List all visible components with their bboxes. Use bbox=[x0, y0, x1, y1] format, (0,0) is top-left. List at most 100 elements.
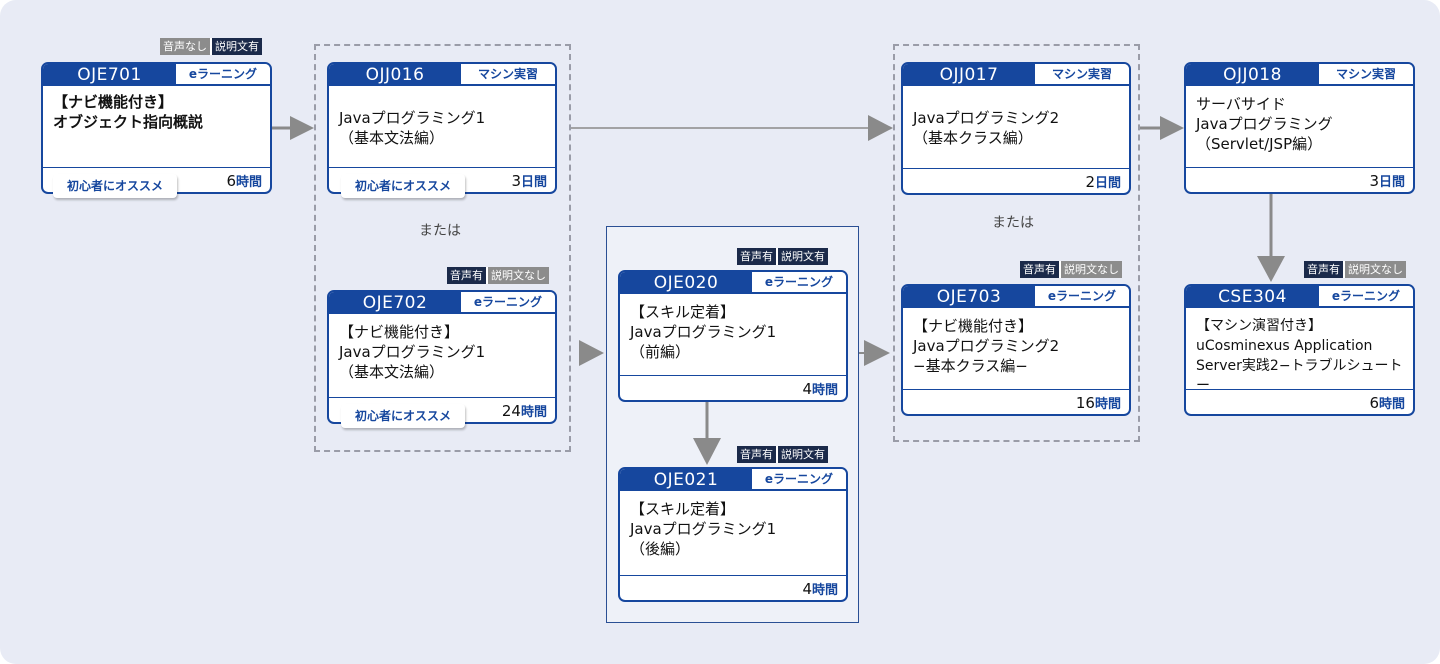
card-footer: 3日間 bbox=[329, 167, 555, 192]
course-id: CSE304 bbox=[1186, 286, 1319, 308]
arrowhead-016 bbox=[868, 115, 893, 141]
course-duration: 3日間 bbox=[1369, 171, 1405, 190]
recommend-badge-ojj016: 初心者にオススメ bbox=[341, 174, 465, 198]
subtitle-tag: 説明文なし bbox=[1061, 261, 1122, 278]
course-title: 【ナビ機能付き】 オブジェクト指向概説 bbox=[53, 93, 204, 131]
course-card-oje701[interactable]: OJE701 eラーニング 【ナビ機能付き】 オブジェクト指向概説 6時間 bbox=[41, 62, 272, 194]
card-footer: 6時間 bbox=[43, 167, 270, 192]
subtitle-tag: 説明文有 bbox=[778, 248, 828, 265]
duration-value: 16 bbox=[1075, 394, 1095, 412]
alternatives-group-java2 bbox=[893, 44, 1140, 442]
course-card-ojj016[interactable]: OJJ016 マシン実習 Javaプログラミング1 （基本文法編） 3日間 bbox=[327, 62, 557, 194]
course-title: 【ナビ機能付き】 Javaプログラミング2 −基本クラス編− bbox=[913, 317, 1060, 375]
recommend-badge-oje702: 初心者にオススメ bbox=[341, 404, 465, 428]
duration-unit: 時間 bbox=[811, 583, 838, 598]
course-id: OJE702 bbox=[329, 292, 461, 314]
course-title: 【ナビ機能付き】 Javaプログラミング1 （基本文法編） bbox=[339, 323, 486, 381]
or-label-left: または bbox=[419, 223, 461, 239]
alternatives-group-java1 bbox=[314, 44, 571, 452]
duration-value: 3 bbox=[1369, 172, 1379, 190]
course-type: マシン実習 bbox=[1035, 64, 1129, 86]
card-header: OJJ018 マシン実習 bbox=[1186, 64, 1413, 86]
duration-value: 6 bbox=[1369, 394, 1379, 412]
course-duration: 6時間 bbox=[226, 171, 262, 190]
course-id: OJJ017 bbox=[903, 64, 1035, 86]
course-card-cse304[interactable]: CSE304 eラーニング 【マシン演習付き】 uCosminexus Appl… bbox=[1184, 284, 1415, 416]
course-card-ojj017[interactable]: OJJ017 マシン実習 Javaプログラミング2 （基本クラス編） 2日間 bbox=[901, 62, 1131, 195]
audio-subtitle-tags-oje702: 音声有説明文なし bbox=[447, 267, 549, 284]
course-duration: 2日間 bbox=[1085, 172, 1121, 191]
course-type: eラーニング bbox=[752, 272, 846, 294]
duration-unit: 時間 bbox=[1094, 397, 1121, 412]
course-title: 【スキル定着】 Javaプログラミング1 （後編） bbox=[630, 500, 777, 558]
tag-separator bbox=[210, 38, 212, 55]
tag-separator bbox=[1343, 261, 1345, 278]
arrowhead-701 bbox=[290, 116, 314, 140]
subtitle-tag: 説明文なし bbox=[1345, 261, 1406, 278]
card-header: CSE304 eラーニング bbox=[1186, 286, 1413, 308]
card-header: OJE701 eラーニング bbox=[43, 64, 270, 86]
card-header: OJE702 eラーニング bbox=[329, 292, 555, 314]
course-duration: 16時間 bbox=[1076, 393, 1121, 412]
duration-value: 4 bbox=[802, 580, 812, 598]
recommend-badge-oje701: 初心者にオススメ bbox=[53, 174, 177, 198]
duration-unit: 時間 bbox=[520, 405, 547, 420]
audio-tag: 音声有 bbox=[1304, 261, 1343, 278]
course-type: eラーニング bbox=[461, 292, 555, 314]
course-id: OJE701 bbox=[43, 64, 176, 86]
duration-unit: 日間 bbox=[520, 175, 547, 190]
course-card-ojj018[interactable]: OJJ018 マシン実習 サーバサイド Javaプログラミング （Servlet… bbox=[1184, 62, 1415, 194]
card-header: OJJ017 マシン実習 bbox=[903, 64, 1129, 86]
course-id: OJE021 bbox=[620, 469, 752, 491]
card-footer: 2日間 bbox=[903, 168, 1129, 193]
course-type: eラーニング bbox=[176, 64, 270, 86]
course-card-oje021[interactable]: OJE021 eラーニング 【スキル定着】 Javaプログラミング1 （後編） … bbox=[618, 467, 848, 602]
tag-separator bbox=[776, 248, 778, 265]
card-footer: 4時間 bbox=[620, 575, 846, 600]
course-duration: 24時間 bbox=[502, 401, 547, 420]
subtitle-tag: 説明文有 bbox=[778, 446, 828, 463]
or-label-right: または bbox=[992, 215, 1034, 231]
audio-subtitle-tags-oje021: 音声有説明文有 bbox=[737, 446, 828, 463]
duration-unit: 日間 bbox=[1094, 176, 1121, 191]
course-type: マシン実習 bbox=[461, 64, 555, 86]
audio-tag: 音声有 bbox=[1020, 261, 1059, 278]
duration-value: 6 bbox=[226, 172, 236, 190]
duration-unit: 日間 bbox=[1378, 175, 1405, 190]
course-title: 【スキル定着】 Javaプログラミング1 （前編） bbox=[630, 303, 777, 361]
tag-separator bbox=[1059, 261, 1061, 278]
arrow-702-to-020 bbox=[579, 340, 604, 366]
card-footer: 3日間 bbox=[1186, 167, 1413, 192]
tag-separator bbox=[486, 267, 488, 284]
card-header: OJE020 eラーニング bbox=[620, 272, 846, 294]
audio-subtitle-tags-oje020: 音声有説明文有 bbox=[737, 248, 828, 265]
course-card-oje702[interactable]: OJE702 eラーニング 【ナビ機能付き】 Javaプログラミング1 （基本文… bbox=[327, 290, 557, 424]
card-header: OJJ016 マシン実習 bbox=[329, 64, 555, 86]
duration-unit: 時間 bbox=[235, 175, 262, 190]
card-header: OJE021 eラーニング bbox=[620, 469, 846, 491]
course-id: OJJ018 bbox=[1186, 64, 1319, 86]
audio-subtitle-tags-oje701: 音声なし説明文有 bbox=[160, 38, 262, 55]
course-type: eラーニング bbox=[1035, 286, 1129, 308]
audio-subtitle-tags-oje703: 音声有説明文なし bbox=[1020, 261, 1122, 278]
duration-value: 4 bbox=[802, 380, 812, 398]
audio-tag: 音声有 bbox=[737, 446, 776, 463]
course-duration: 6時間 bbox=[1369, 393, 1405, 412]
course-id: OJJ016 bbox=[329, 64, 461, 86]
course-card-oje703[interactable]: OJE703 eラーニング 【ナビ機能付き】 Javaプログラミング2 −基本ク… bbox=[901, 284, 1131, 416]
course-type: eラーニング bbox=[752, 469, 846, 491]
duration-value: 3 bbox=[511, 172, 521, 190]
card-footer: 4時間 bbox=[620, 375, 846, 400]
course-title: Javaプログラミング2 （基本クラス編） bbox=[913, 109, 1060, 147]
arrowhead-017 bbox=[1160, 116, 1184, 140]
course-type: eラーニング bbox=[1319, 286, 1413, 308]
course-card-oje020[interactable]: OJE020 eラーニング 【スキル定着】 Javaプログラミング1 （前編） … bbox=[618, 270, 848, 402]
course-id: OJE703 bbox=[903, 286, 1035, 308]
course-title: 【マシン演習付き】 uCosminexus Application Server… bbox=[1196, 318, 1403, 394]
card-footer: 16時間 bbox=[903, 389, 1129, 414]
duration-unit: 時間 bbox=[1378, 397, 1405, 412]
subtitle-tag: 説明文有 bbox=[212, 38, 262, 55]
arrowhead-group bbox=[864, 340, 890, 366]
subtitle-tag: 説明文なし bbox=[488, 267, 549, 284]
